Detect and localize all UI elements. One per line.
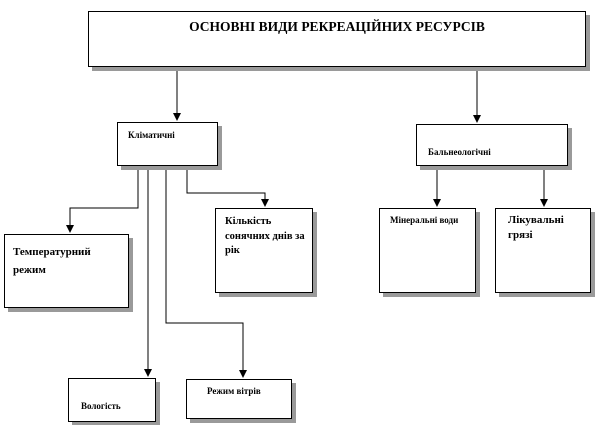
node-wind-label: Режим вітрів (207, 386, 261, 396)
node-mineral-waters: Мінеральні води (379, 208, 476, 293)
node-humidity-label: Вологість (81, 401, 121, 411)
node-temperature: Температурний режим (4, 234, 129, 308)
node-mud-label: Лікувальні грязі (508, 214, 564, 242)
node-sunny-days-label: Кількість сонячних днів за рік (225, 216, 305, 257)
arrow-climatic-to-wind (165, 166, 247, 378)
node-mud: Лікувальні грязі (495, 208, 591, 293)
diagram-title: ОСНОВНІ ВИДИ РЕКРЕАЦІЙНИХ РЕСУРСІВ (189, 19, 485, 34)
node-wind: Режим вітрів (186, 379, 292, 419)
arrow-climatic-to-temperature (66, 166, 139, 233)
arrow-climatic-to-sunny-days (186, 166, 269, 207)
node-humidity: Вологість (68, 378, 156, 422)
node-mineral-waters-label: Мінеральні води (390, 215, 459, 225)
title-box: ОСНОВНІ ВИДИ РЕКРЕАЦІЙНИХ РЕСУРСІВ (88, 11, 586, 67)
node-temperature-label: Температурний режим (13, 246, 91, 277)
node-balneological-label: Бальнеологічні (428, 147, 491, 157)
node-balneological: Бальнеологічні (416, 124, 568, 166)
node-sunny-days: Кількість сонячних днів за рік (215, 208, 313, 293)
node-climatic-label: Кліматичні (128, 130, 175, 140)
node-climatic: Кліматичні (117, 122, 218, 166)
